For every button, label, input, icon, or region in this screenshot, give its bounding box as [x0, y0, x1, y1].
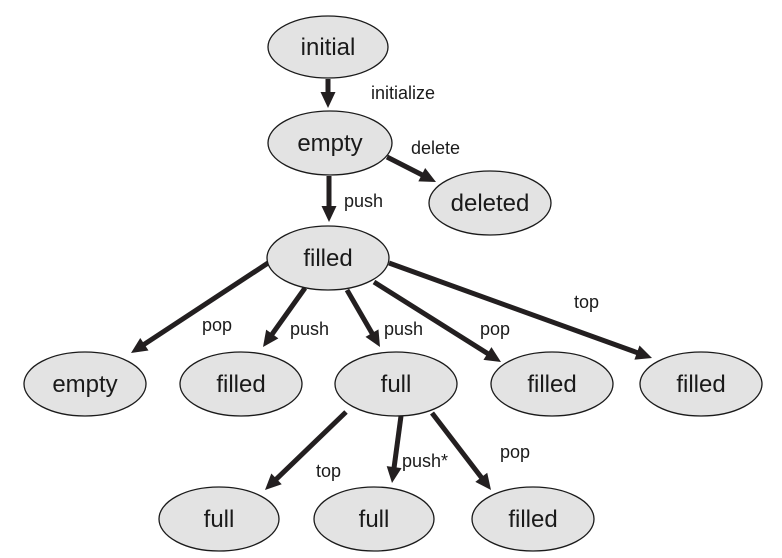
edge-line — [141, 260, 270, 348]
state-label: full — [204, 506, 235, 533]
state-node-initial: initial — [267, 15, 389, 79]
state-node-empty: empty — [267, 110, 393, 176]
arrowhead-icon — [265, 473, 282, 490]
state-ellipse — [313, 486, 435, 552]
state-ellipse — [267, 15, 389, 79]
state-label: full — [359, 506, 390, 533]
state-label: filled — [676, 371, 725, 398]
edge-top-1 — [388, 260, 652, 360]
edge-line — [388, 260, 640, 356]
edge-label: push* — [402, 451, 448, 471]
edge-label: top — [316, 461, 341, 481]
edge-label: push — [384, 319, 423, 339]
state-label: filled — [303, 245, 352, 272]
state-node-filled4: filled — [639, 351, 763, 417]
edge-line — [430, 411, 485, 481]
edge-label: push — [290, 319, 329, 339]
edge-line — [269, 286, 308, 338]
state-label: deleted — [451, 190, 530, 217]
edge-labels-layer: initialize delete push pop push push pop top top… — [202, 83, 599, 481]
state-node-full2: full — [158, 486, 280, 552]
state-ellipse — [471, 486, 595, 552]
state-label: empty — [297, 130, 362, 157]
edge-label: pop — [202, 315, 232, 335]
state-ellipse — [23, 351, 147, 417]
edge-push-2 — [263, 286, 308, 347]
state-ellipse — [267, 110, 393, 176]
nodes-layer: initial empty deleted filled empty filled full… — [23, 15, 763, 552]
state-ellipse — [490, 351, 614, 417]
edge-line — [273, 410, 348, 483]
edge-label: pop — [480, 319, 510, 339]
state-ellipse — [639, 351, 763, 417]
edge-push-star — [386, 415, 404, 483]
arrowhead-icon — [475, 472, 491, 490]
arrowhead-icon — [131, 337, 149, 353]
edge-label: delete — [411, 138, 460, 158]
arrowhead-icon — [418, 168, 436, 182]
edge-line — [385, 154, 425, 178]
state-node-empty2: empty — [23, 351, 147, 417]
edge-initialize — [320, 79, 336, 108]
edge-label: pop — [500, 442, 530, 462]
edge-pop-3 — [430, 411, 491, 490]
arrowhead-icon — [365, 329, 380, 347]
state-node-full: full — [334, 351, 458, 417]
state-node-filled5: filled — [471, 486, 595, 552]
state-label: empty — [52, 371, 117, 398]
state-node-filled: filled — [266, 225, 390, 291]
state-node-full3: full — [313, 486, 435, 552]
edge-label: push — [344, 191, 383, 211]
state-label: filled — [216, 371, 265, 398]
arrowhead-icon — [320, 92, 336, 108]
edge-push-1 — [321, 176, 337, 222]
state-ellipse — [428, 170, 552, 236]
edge-push-3 — [344, 288, 380, 347]
state-node-deleted: deleted — [428, 170, 552, 236]
edges-layer — [131, 79, 652, 490]
state-node-filled2: filled — [179, 351, 303, 417]
state-node-filled3: filled — [490, 351, 614, 417]
state-label: filled — [527, 371, 576, 398]
edge-line — [372, 279, 491, 357]
edge-delete — [385, 154, 436, 182]
state-ellipse — [158, 486, 280, 552]
state-ellipse — [179, 351, 303, 417]
state-ellipse — [266, 225, 390, 291]
arrowhead-icon — [386, 466, 402, 483]
edge-top-2 — [265, 410, 348, 490]
edge-pop-1 — [131, 260, 270, 353]
edge-line — [344, 288, 376, 337]
state-ellipse — [334, 351, 458, 417]
state-label: full — [381, 371, 412, 398]
edge-pop-2 — [372, 279, 501, 362]
arrowhead-icon — [634, 345, 652, 360]
edge-line — [391, 415, 404, 470]
arrowhead-icon — [263, 329, 279, 347]
arrowhead-icon — [321, 206, 337, 222]
edge-label: top — [574, 292, 599, 312]
arrowhead-icon — [483, 347, 501, 362]
edge-label: initialize — [371, 83, 435, 103]
state-label: filled — [508, 506, 557, 533]
state-label: initial — [301, 34, 356, 61]
